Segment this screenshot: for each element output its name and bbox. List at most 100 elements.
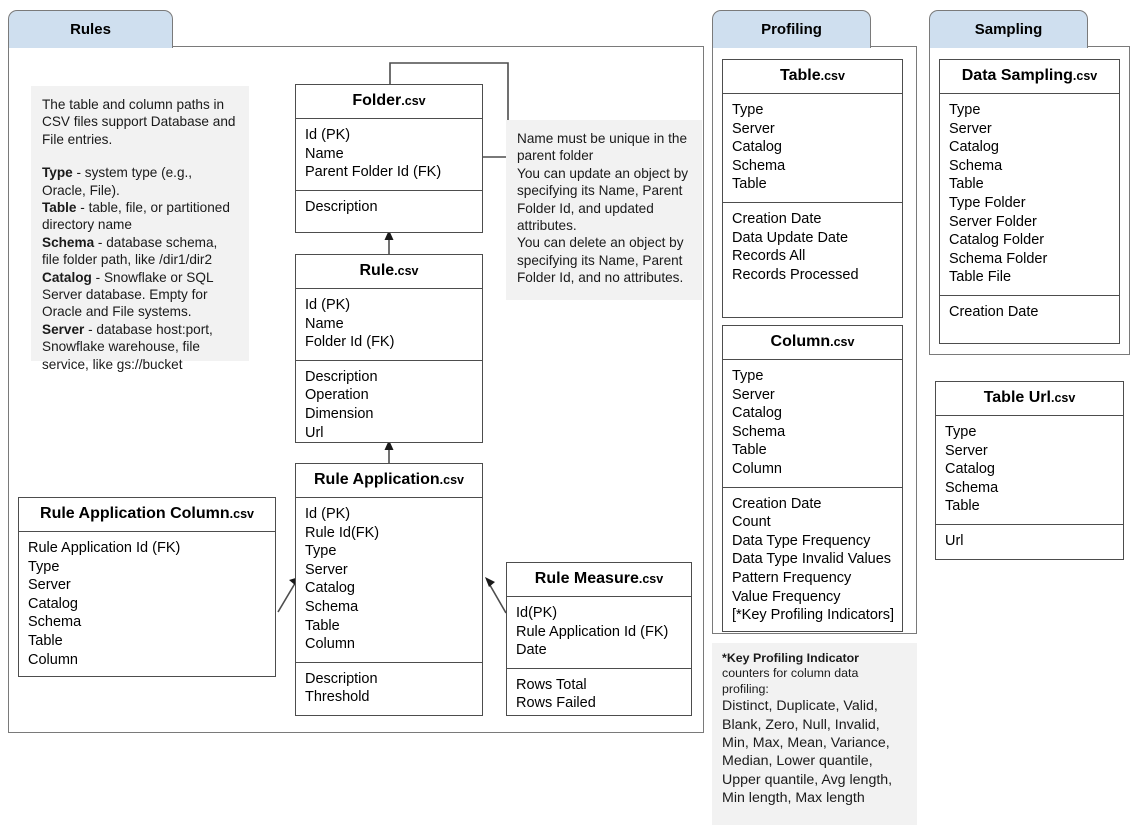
entity-rule-name: Rule: [359, 262, 395, 279]
field: Table: [732, 176, 767, 193]
entity-rule-measure-keys: Id(PK) Rule Application Id (FK) Date: [507, 597, 691, 668]
entity-column-ext: .csv: [830, 335, 855, 349]
field: Rule Application Id (FK): [28, 540, 181, 556]
field: Catalog: [945, 461, 995, 478]
note-folder-rules-line2: You can update an object by specifying i…: [517, 165, 689, 234]
field: Rows Failed: [516, 695, 596, 712]
field: Table: [949, 176, 984, 193]
field: Column: [732, 460, 782, 477]
field: Catalog Folder: [949, 232, 1045, 249]
field: Server: [949, 120, 992, 137]
entity-data-sampling-title: Data Sampling.csv: [940, 60, 1119, 94]
entity-rule-title: Rule.csv: [296, 255, 482, 289]
note-term-schema-label: Schema: [42, 234, 95, 250]
field: Name: [305, 315, 344, 332]
entity-folder-ext: .csv: [401, 94, 426, 108]
lane-tab-sampling[interactable]: Sampling: [929, 10, 1088, 48]
note-term-table: Table - table, file, or partitioned dire…: [42, 199, 237, 234]
entity-table-name: Table: [780, 67, 821, 84]
entity-column-name: Column: [770, 333, 831, 350]
field: Parent Folder Id (FK): [305, 164, 442, 181]
note-folder-rules: Name must be unique in the parent folder…: [506, 120, 702, 300]
entity-folder-keys: Id (PK) Name Parent Folder Id (FK): [296, 119, 482, 190]
field: Description: [305, 670, 378, 687]
field: Schema: [945, 479, 999, 496]
entity-data-sampling[interactable]: Data Sampling.csv Type Server Catalog Sc…: [939, 59, 1120, 344]
note-term-server-desc: - database host:port, Snowflake warehous…: [42, 321, 213, 372]
field: Date: [516, 642, 547, 659]
field: Column: [28, 651, 78, 668]
note-term-type-desc: - system type (e.g., Oracle, File).: [42, 165, 193, 198]
field: Rule Id(FK): [305, 524, 380, 541]
field: [*Key Profiling Indicators]: [732, 607, 894, 624]
note-kpi-heading-label: *Key Profiling Indicator: [722, 651, 860, 665]
entity-rule-application-column-keys: Rule Application Id (FK) Type Server Cat…: [19, 532, 275, 677]
note-kpi-subheading: counters for column data profiling:: [722, 666, 859, 696]
field: Count: [732, 514, 771, 531]
note-term-catalog-label: Catalog: [42, 269, 92, 285]
lane-tab-rules-label: Rules: [70, 21, 111, 38]
note-folder-rules-line3: You can delete an object by specifying i…: [517, 235, 684, 286]
entity-column-keys: Type Server Catalog Schema Table Column: [723, 360, 902, 487]
field: Server: [732, 386, 775, 403]
field: Catalog: [732, 405, 782, 422]
entity-folder-title: Folder.csv: [296, 85, 482, 119]
field: Url: [305, 424, 324, 441]
entity-column[interactable]: Column.csv Type Server Catalog Schema Ta…: [722, 325, 903, 632]
entity-rule-measure[interactable]: Rule Measure.csv Id(PK) Rule Application…: [506, 562, 692, 716]
lane-tab-profiling[interactable]: Profiling: [712, 10, 871, 48]
note-term-schema: Schema - database schema, file folder pa…: [42, 234, 237, 269]
note-term-table-desc: - table, file, or partitioned directory …: [42, 200, 230, 233]
entity-rule-measure-attributes: Rows Total Rows Failed: [507, 667, 691, 721]
note-csv-paths-intro: The table and column paths in CSV files …: [42, 97, 236, 147]
entity-rule-application[interactable]: Rule Application.csv Id (PK) Rule Id(FK)…: [295, 463, 483, 716]
field: Table: [305, 617, 340, 634]
note-key-profiling-indicator: *Key Profiling Indicator counters for co…: [712, 643, 917, 825]
field: Table: [28, 632, 63, 649]
field: Schema: [732, 423, 786, 440]
field: Type: [945, 424, 977, 440]
field: Schema: [305, 598, 359, 615]
entity-rule-application-column-title: Rule Application Column.csv: [19, 498, 275, 532]
field: Server: [945, 442, 988, 459]
field: Server: [732, 120, 775, 137]
field: Id (PK): [305, 127, 351, 143]
field: Operation: [305, 387, 369, 404]
lane-tab-profiling-label: Profiling: [761, 21, 822, 38]
field: Catalog: [732, 139, 782, 156]
field: Creation Date: [732, 495, 822, 512]
entity-rule-application-column-name: Rule Application Column: [40, 505, 230, 522]
note-term-type: Type - system type (e.g., Oracle, File).: [42, 164, 237, 199]
entity-table[interactable]: Table.csv Type Server Catalog Schema Tab…: [722, 59, 903, 318]
field: Type: [305, 543, 337, 560]
field: Table File: [949, 269, 1012, 286]
field: Dimension: [305, 405, 374, 422]
lane-tab-rules[interactable]: Rules: [8, 10, 173, 48]
field: Type Folder: [949, 194, 1026, 211]
field: Value Frequency: [732, 588, 841, 605]
field: Type: [28, 558, 60, 575]
note-kpi-list: Distinct, Duplicate, Valid, Blank, Zero,…: [722, 698, 893, 807]
field: Creation Date: [949, 303, 1039, 320]
entity-rule-keys: Id (PK) Name Folder Id (FK): [296, 289, 482, 360]
entity-folder[interactable]: Folder.csv Id (PK) Name Parent Folder Id…: [295, 84, 483, 233]
entity-table-ext: .csv: [820, 69, 845, 83]
entity-rule-measure-name: Rule Measure: [534, 570, 639, 587]
entity-table-attributes: Creation Date Data Update Date Records A…: [723, 201, 902, 292]
entity-column-attributes: Creation Date Count Data Type Frequency …: [723, 486, 902, 633]
field: Data Type Invalid Values: [732, 551, 892, 568]
entity-table-url[interactable]: Table Url.csv Type Server Catalog Schema…: [935, 381, 1124, 560]
note-term-server-label: Server: [42, 321, 85, 337]
entity-rule-ext: .csv: [394, 264, 419, 278]
field: Server: [305, 561, 348, 578]
entity-table-keys: Type Server Catalog Schema Table: [723, 94, 902, 202]
entity-data-sampling-keys: Type Server Catalog Schema Table Type Fo…: [940, 94, 1119, 295]
field: Type: [732, 102, 764, 118]
lane-tab-sampling-label: Sampling: [974, 21, 1043, 38]
entity-rule[interactable]: Rule.csv Id (PK) Name Folder Id (FK) Des…: [295, 254, 483, 443]
entity-rule-application-column[interactable]: Rule Application Column.csv Rule Applica…: [18, 497, 276, 677]
note-folder-rules-line1: Name must be unique in the parent folder: [517, 131, 688, 164]
field: Pattern Frequency: [732, 569, 852, 586]
field: Threshold: [305, 689, 370, 706]
note-term-catalog: Catalog - Snowflake or SQL Server databa…: [42, 269, 237, 321]
